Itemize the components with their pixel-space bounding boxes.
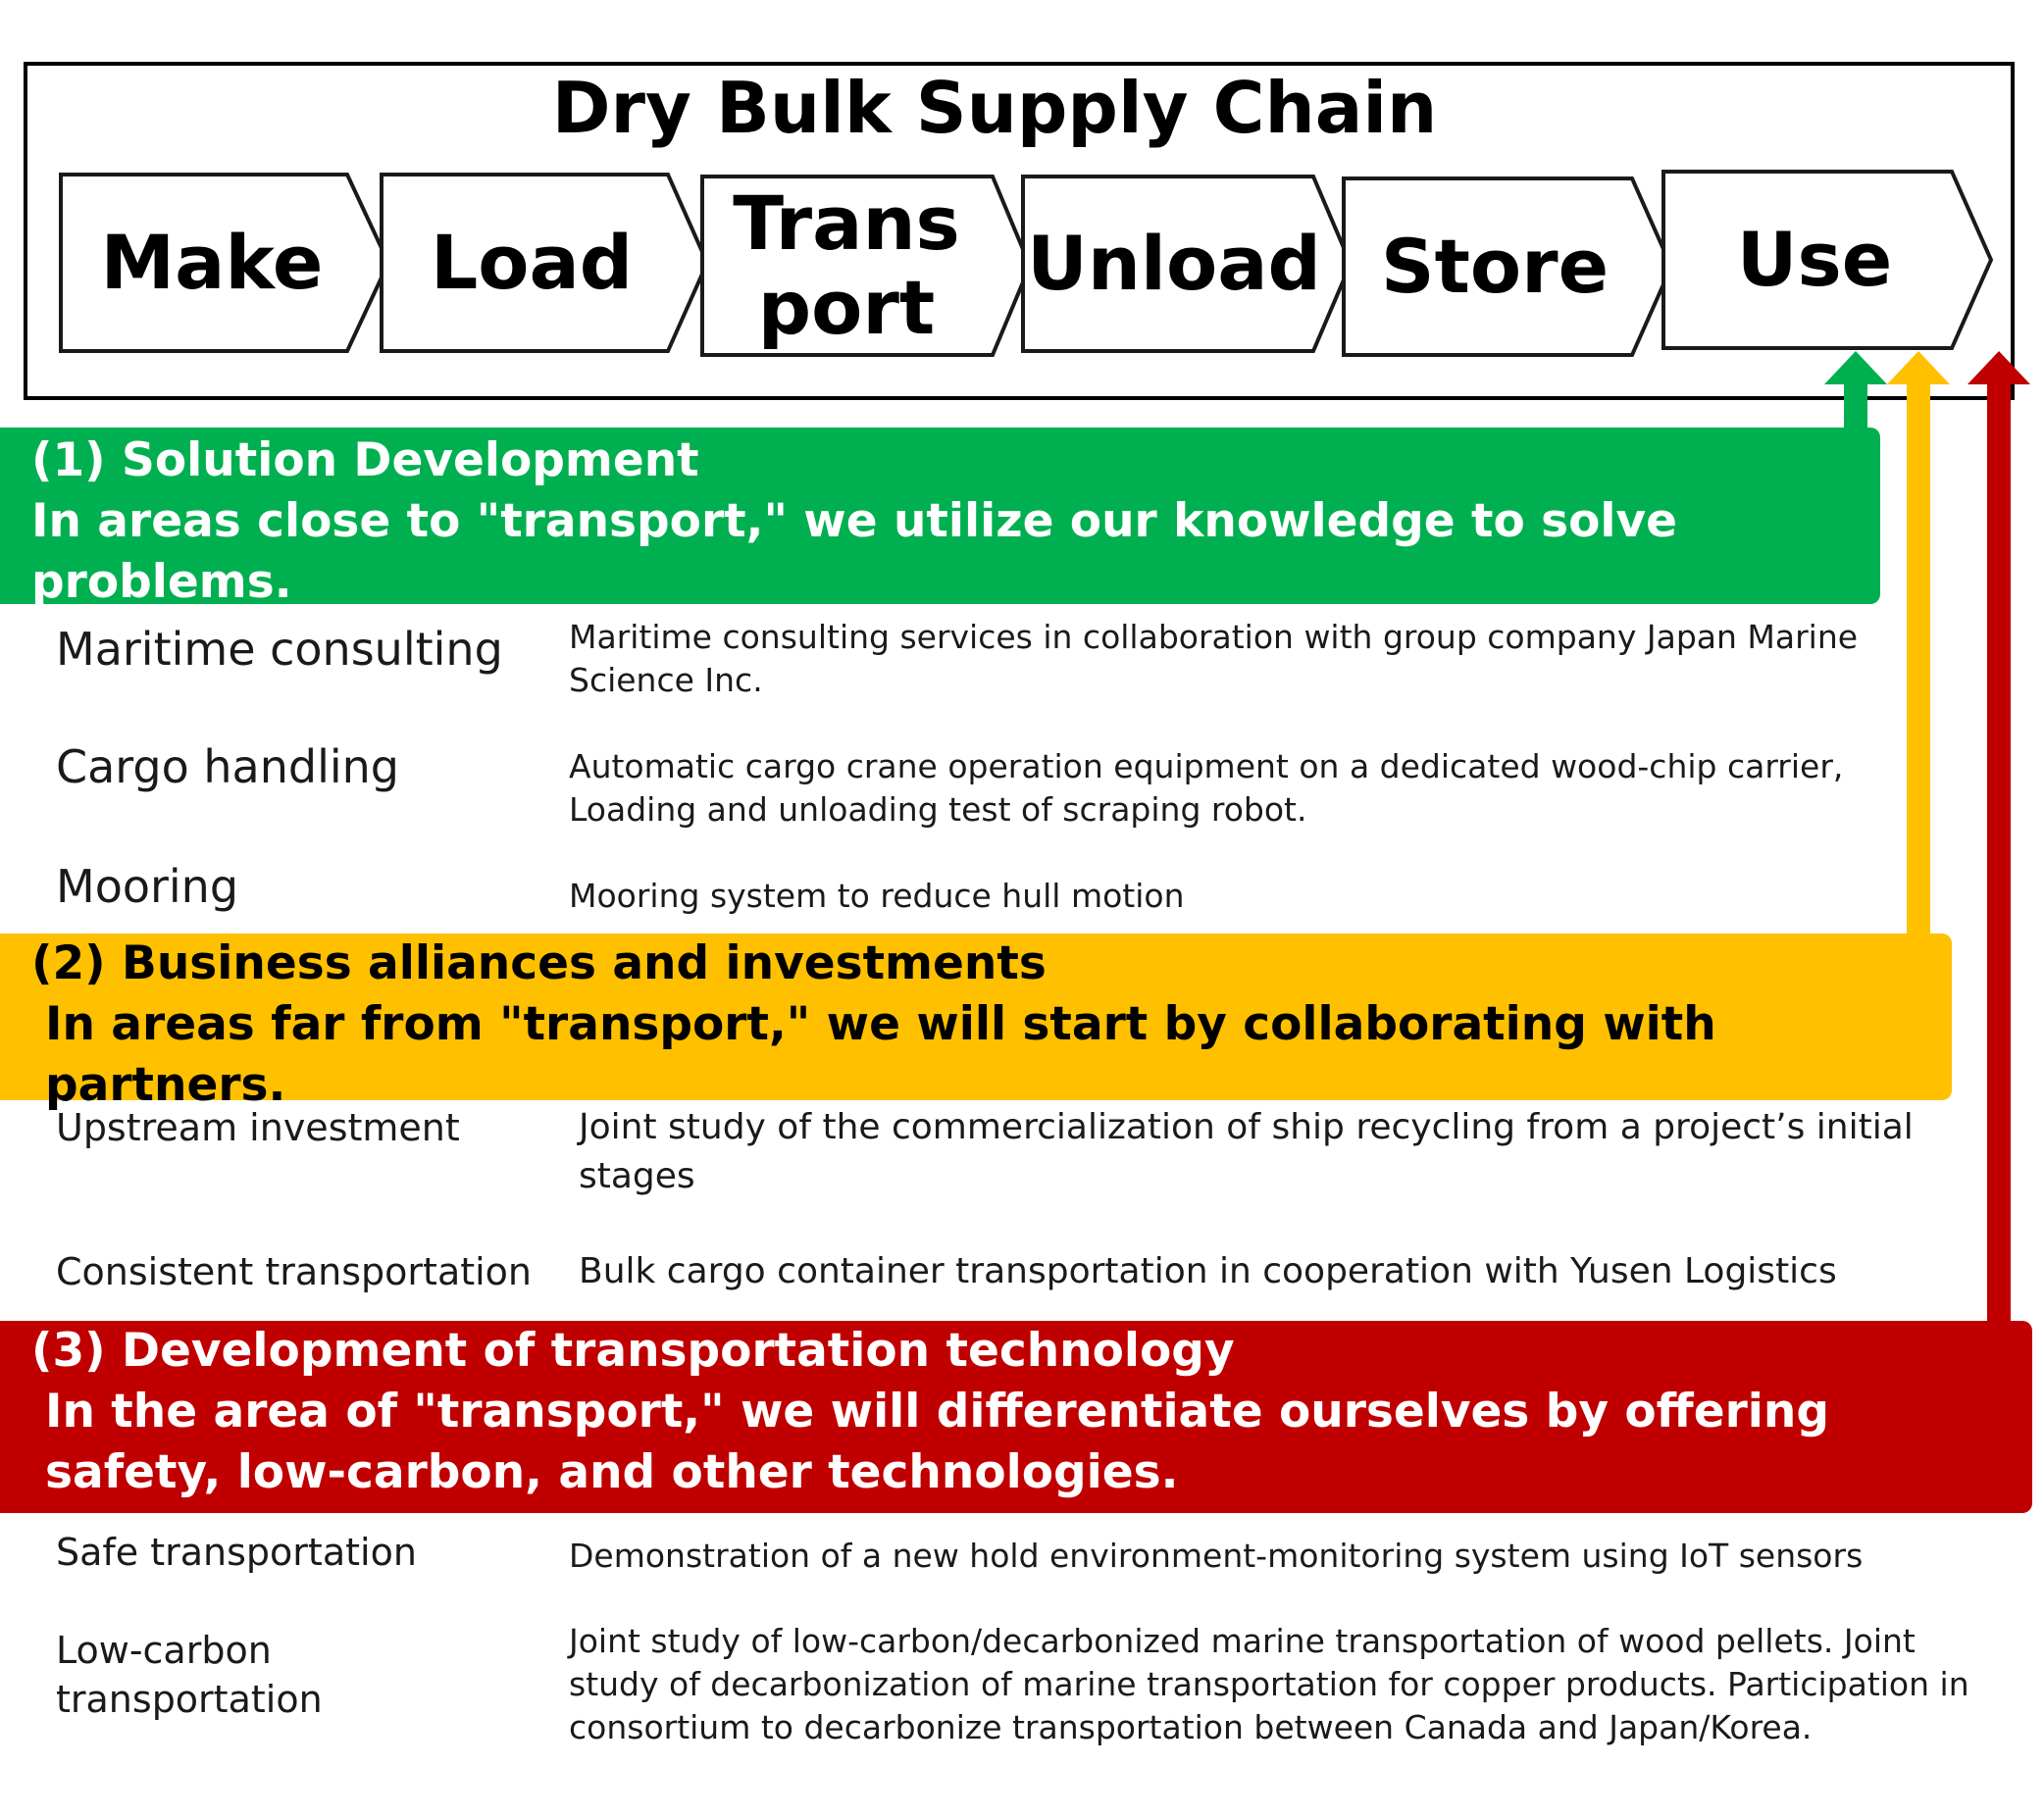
step-label: Transport [733, 179, 960, 351]
band-description: In areas far from "transport," we will s… [45, 997, 1716, 1112]
step-label: Store [1380, 223, 1610, 310]
business-alliances-band: (2) Business alliances and investments I… [0, 934, 1952, 1112]
step-unload: Unload [1021, 175, 1354, 353]
step-use: Use [1661, 170, 1994, 350]
item-name: Mooring [56, 860, 239, 913]
step-store: Store [1342, 177, 1674, 357]
step-label: Load [430, 219, 634, 306]
item-name: Safe transportation [56, 1531, 417, 1574]
band-heading: (2) Business alliances and investments [31, 936, 1047, 990]
item-detail: Maritime consulting services in collabor… [569, 618, 1859, 699]
chevron-shape [700, 175, 1033, 357]
item-name: Cargo handling [56, 740, 399, 793]
band-heading: (3) Development of transportation techno… [31, 1324, 1235, 1378]
item-detail: Demonstration of a new hold environment-… [569, 1537, 1864, 1575]
chevron-shape [59, 173, 391, 353]
chevron-shape [380, 173, 710, 353]
step-load: Load [380, 173, 710, 353]
item-detail: Bulk cargo container transportation in c… [579, 1251, 1837, 1291]
item-name: Maritime consulting [56, 623, 503, 676]
item-name: Low-carbon transportation [56, 1629, 323, 1721]
band-description: In areas close to "transport," we utiliz… [31, 494, 1678, 609]
step-label: Make [100, 219, 324, 306]
supply-chain-title: Dry Bulk Supply Chain [551, 67, 1438, 149]
step-label: Unload [1027, 220, 1321, 307]
item-detail: Automatic cargo crane operation equipmen… [569, 747, 1844, 829]
item-name: Upstream investment [56, 1106, 460, 1149]
step-make: Make [59, 173, 391, 353]
arrow-technology [1967, 351, 2030, 1326]
item-name: Consistent transportation [56, 1250, 533, 1293]
chevron-shape [1661, 170, 1994, 350]
step-label: Use [1736, 216, 1893, 303]
item-detail: Joint study of the commercialization of … [579, 1107, 1914, 1196]
step-transport: Transport [700, 175, 1033, 357]
item-detail: Mooring system to reduce hull motion [569, 877, 1185, 915]
solution-development-band: (1) Solution Development In areas close … [0, 428, 1880, 609]
band-heading: (1) Solution Development [31, 433, 699, 487]
band-description: In the area of "transport," we will diff… [45, 1385, 1830, 1499]
chevron-shape [1342, 177, 1674, 357]
chevron-shape [1021, 175, 1354, 353]
transport-technology-band: (3) Development of transportation techno… [0, 1321, 2032, 1513]
item-detail: Joint study of low-carbon/decarbonized m… [569, 1622, 1969, 1746]
